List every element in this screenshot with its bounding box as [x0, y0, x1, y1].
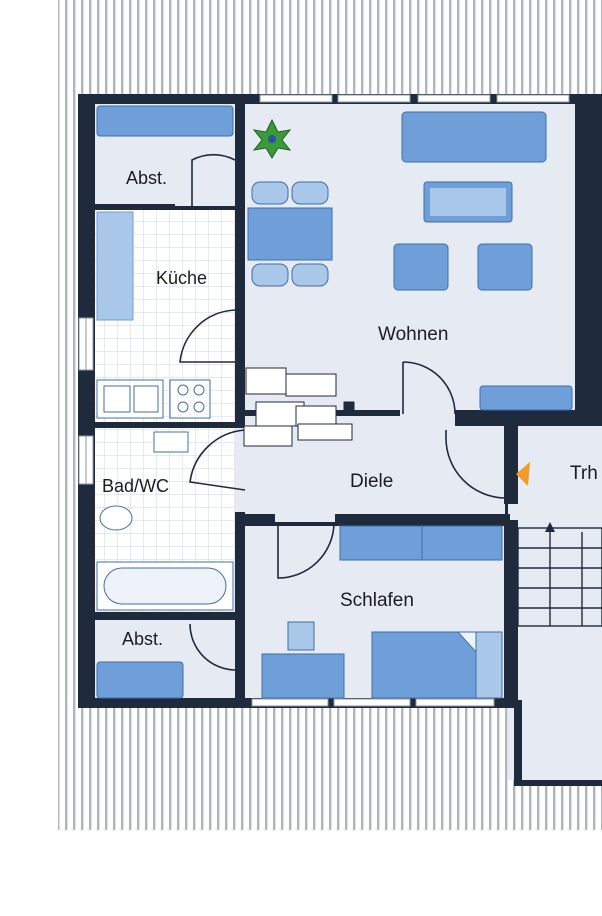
- oven-window: [103, 385, 131, 413]
- label-bad: Bad/WC: [102, 476, 169, 496]
- armchair-right: [477, 243, 533, 291]
- stove-burners: [177, 384, 205, 413]
- label-kueche: Küche: [156, 268, 207, 288]
- shelf-abst-bottom: [96, 661, 184, 699]
- wardrobe-right: [421, 525, 503, 561]
- entrance-arrow-icon: [516, 462, 530, 486]
- label-diele: Diele: [350, 471, 393, 492]
- staircase: [517, 527, 602, 627]
- label-wohnen: Wohnen: [378, 324, 448, 345]
- desk-chair: [287, 621, 315, 651]
- wardrobe-left: [339, 525, 423, 561]
- floor-trh: [508, 424, 602, 780]
- label-abst-top: Abst.: [126, 168, 167, 188]
- bed-fold: [456, 631, 477, 654]
- floor-wohnen-right-gap: [575, 104, 585, 414]
- roof-stripes-left: [58, 96, 80, 708]
- stove: [169, 379, 211, 419]
- label-abst-bottom: Abst.: [122, 629, 163, 649]
- stair-arrow-icon: [545, 522, 555, 532]
- sofa: [401, 111, 547, 163]
- sink-kitchen: [133, 385, 159, 413]
- plant-icon: [252, 118, 292, 159]
- sideboard: [479, 385, 573, 411]
- label-schlafen: Schlafen: [340, 590, 414, 611]
- coffee-table-top: [430, 188, 506, 216]
- label-trh: Trh: [570, 463, 598, 484]
- roof-stripes-bottom: [58, 706, 518, 830]
- bathroom-sink: [153, 431, 189, 453]
- inner-walls: [95, 94, 602, 786]
- toilet: [99, 505, 133, 531]
- dining-chairs: [251, 181, 329, 287]
- roof-stripes-right: [518, 780, 602, 830]
- dining-table: [247, 207, 333, 261]
- bathtub-inner: [103, 567, 227, 605]
- windows: [78, 94, 570, 707]
- shelf-abst-top: [96, 105, 234, 137]
- roof-stripes-top: [58, 0, 602, 96]
- armchair-left: [393, 243, 449, 291]
- desk: [261, 653, 345, 699]
- doors: [179, 153, 506, 671]
- kitchen-counter: [96, 211, 134, 321]
- diele-shelves: [243, 367, 355, 447]
- bed-side: [475, 631, 503, 699]
